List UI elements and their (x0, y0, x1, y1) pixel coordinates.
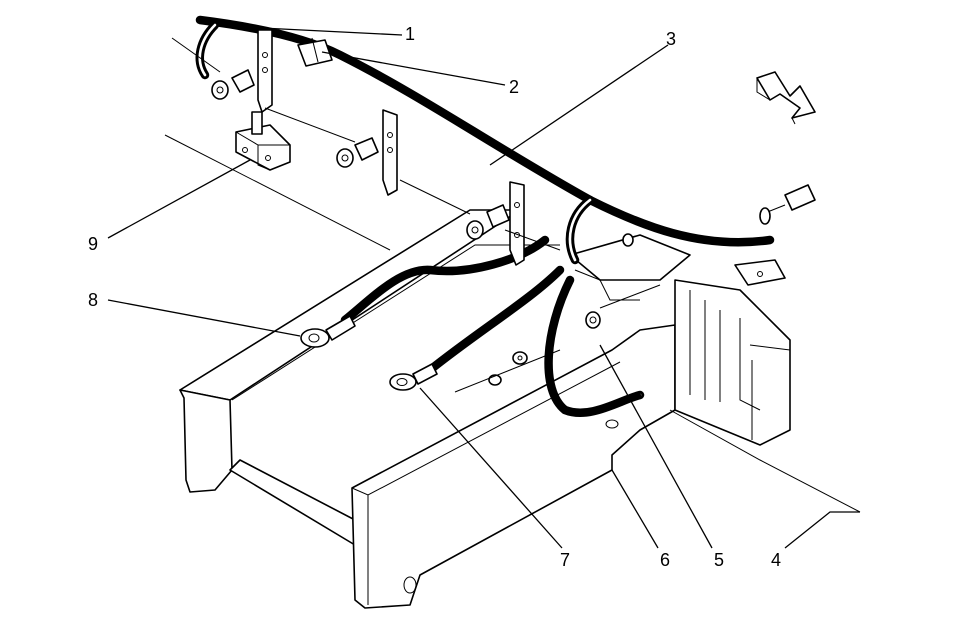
callout-6: 6 (660, 550, 670, 570)
callout-leaders (107, 27, 860, 549)
harness-brackets (257, 29, 525, 266)
fasteners (211, 69, 816, 391)
callout-1: 1 (405, 24, 415, 44)
callout-8: 8 (88, 290, 98, 310)
assembly-centerlines (164, 37, 661, 393)
callout-9: 9 (88, 234, 98, 254)
battery-tray (179, 209, 861, 609)
callout-5: 5 (714, 550, 724, 570)
front-direction-arrow-icon (756, 71, 816, 125)
callout-7: 7 (560, 550, 570, 570)
callout-3: 3 (666, 29, 676, 49)
callout-2: 2 (509, 77, 519, 97)
callout-labels: 1 2 3 4 5 6 7 8 9 (88, 24, 781, 570)
callout-4: 4 (771, 550, 781, 570)
